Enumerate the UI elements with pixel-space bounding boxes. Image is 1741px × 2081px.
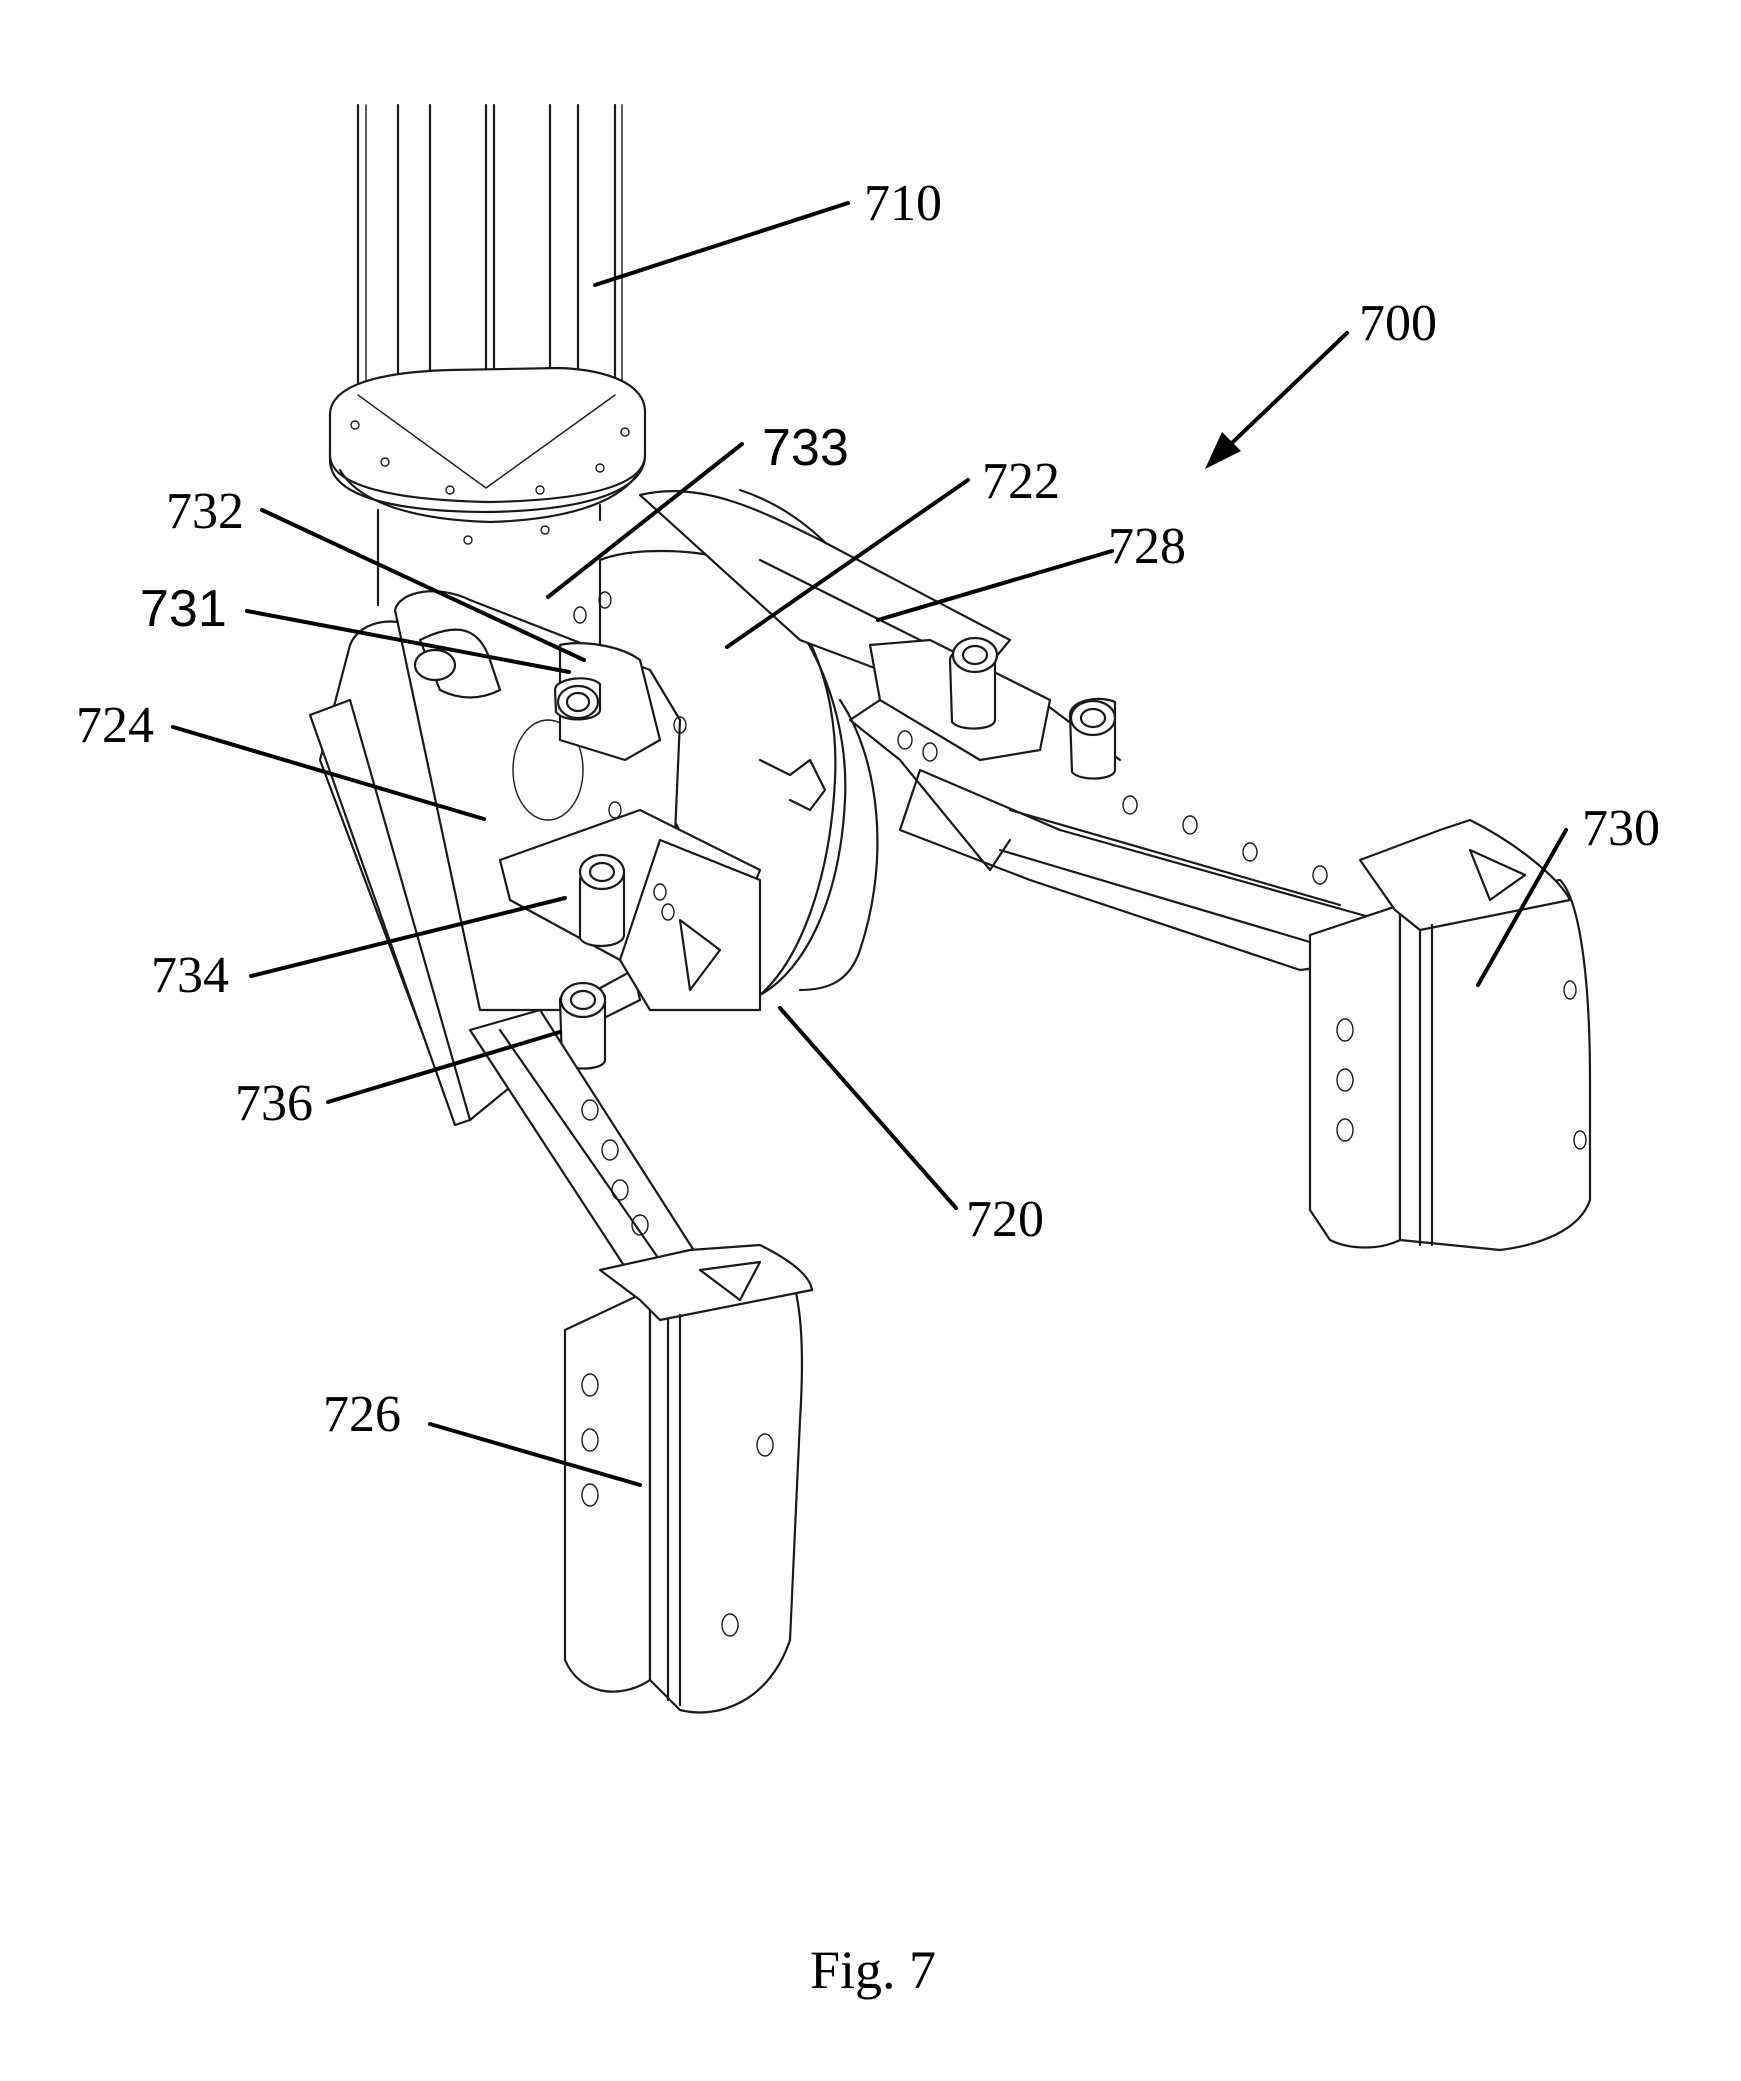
label-730: 730 xyxy=(1582,800,1660,857)
label-736: 736 xyxy=(235,1075,313,1132)
left-pad-726 xyxy=(470,1010,812,1712)
flange xyxy=(330,368,645,605)
label-720: 720 xyxy=(966,1191,1044,1248)
right-pad-730 xyxy=(1310,820,1590,1250)
reference-labels: 710 700 733 722 732 728 731 724 730 734 … xyxy=(76,175,1660,1443)
figure-caption: Fig. 7 xyxy=(810,1940,936,2000)
label-722: 722 xyxy=(982,453,1060,510)
label-710: 710 xyxy=(864,175,942,232)
label-724: 724 xyxy=(76,697,154,754)
label-700: 700 xyxy=(1359,295,1437,352)
label-733: 733 xyxy=(762,419,849,477)
label-731: 731 xyxy=(140,580,227,638)
label-726: 726 xyxy=(323,1386,401,1443)
label-728: 728 xyxy=(1108,518,1186,575)
label-734: 734 xyxy=(151,947,229,1004)
label-732: 732 xyxy=(166,483,244,540)
